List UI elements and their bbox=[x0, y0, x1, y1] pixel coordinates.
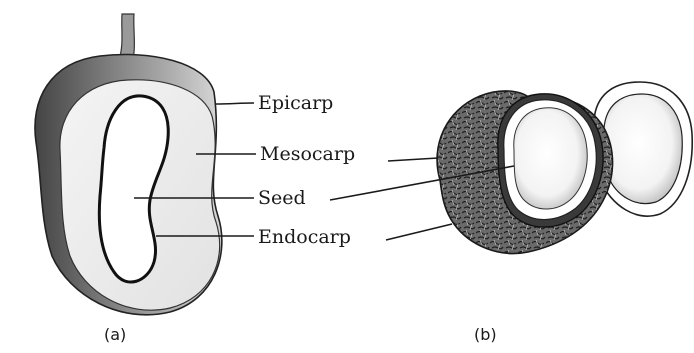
caption-b: (b) bbox=[474, 325, 497, 344]
coconut-cavity bbox=[514, 108, 587, 209]
seed-label: Seed bbox=[258, 187, 306, 209]
epicarp-leader bbox=[216, 103, 254, 104]
caption-a: (a) bbox=[104, 325, 126, 344]
coconut-leader-3 bbox=[386, 224, 452, 240]
mesocarp-label: Mesocarp bbox=[260, 143, 355, 165]
epicarp-label: Epicarp bbox=[258, 92, 333, 114]
mango-diagram bbox=[35, 14, 222, 315]
endocarp-label: Endocarp bbox=[258, 226, 351, 248]
coconut-leader-1 bbox=[388, 158, 438, 161]
coconut-diagram bbox=[330, 82, 692, 254]
mango-stalk bbox=[119, 14, 134, 60]
